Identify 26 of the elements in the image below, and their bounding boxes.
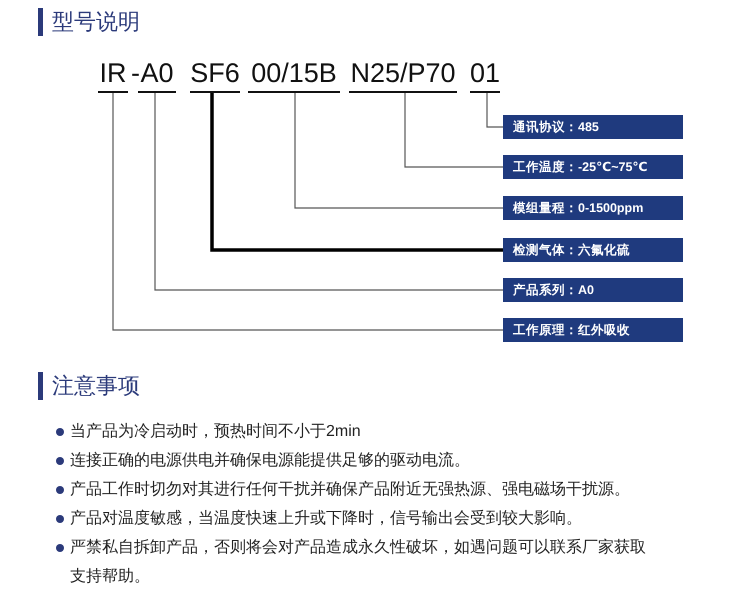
code-segment: IR — [98, 55, 128, 93]
leader-line — [486, 93, 503, 128]
leader-line — [154, 93, 503, 291]
leader-line — [210, 93, 503, 252]
section-heading: 注意事项 — [38, 372, 140, 400]
spec-label-box: 工作原理：红外吸收 — [503, 318, 683, 342]
spec-label-box: 模组量程：0-1500ppm — [503, 196, 683, 220]
code-segment: 01 — [470, 55, 500, 93]
code-segment: 00/15B — [248, 55, 340, 93]
section-heading: 型号说明 — [38, 8, 140, 36]
note-item: 产品工作时切勿对其进行任何干扰并确保产品附近无强热源、强电磁场干扰源。 — [52, 475, 660, 504]
note-item: 产品对温度敏感，当温度快速上升或下降时，信号输出会受到较大影响。 — [52, 504, 660, 533]
code-segment: SF6 — [190, 55, 240, 93]
spec-label-box: 通讯协议：485 — [503, 115, 683, 139]
code-segment: N25/P70 — [349, 55, 457, 93]
note-item: 连接正确的电源供电并确保电源能提供足够的驱动电流。 — [52, 446, 660, 475]
spec-label-box: 检测气体：六氟化硫 — [503, 238, 683, 262]
leader-line — [404, 93, 503, 168]
separator-text: - — [131, 57, 140, 90]
leader-line — [112, 93, 503, 331]
spec-label-box: 工作温度：-25℃~75℃ — [503, 155, 683, 179]
note-item: 严禁私自拆卸产品，否则将会对产品造成永久性破坏，如遇问题可以联系厂家获取支持帮助。 — [52, 533, 660, 591]
note-item: 当产品为冷启动时，预热时间不小于2min — [52, 417, 660, 446]
code-segment: A0 — [138, 55, 176, 93]
leader-line — [294, 93, 503, 209]
spec-label-box: 产品系列：A0 — [503, 278, 683, 302]
